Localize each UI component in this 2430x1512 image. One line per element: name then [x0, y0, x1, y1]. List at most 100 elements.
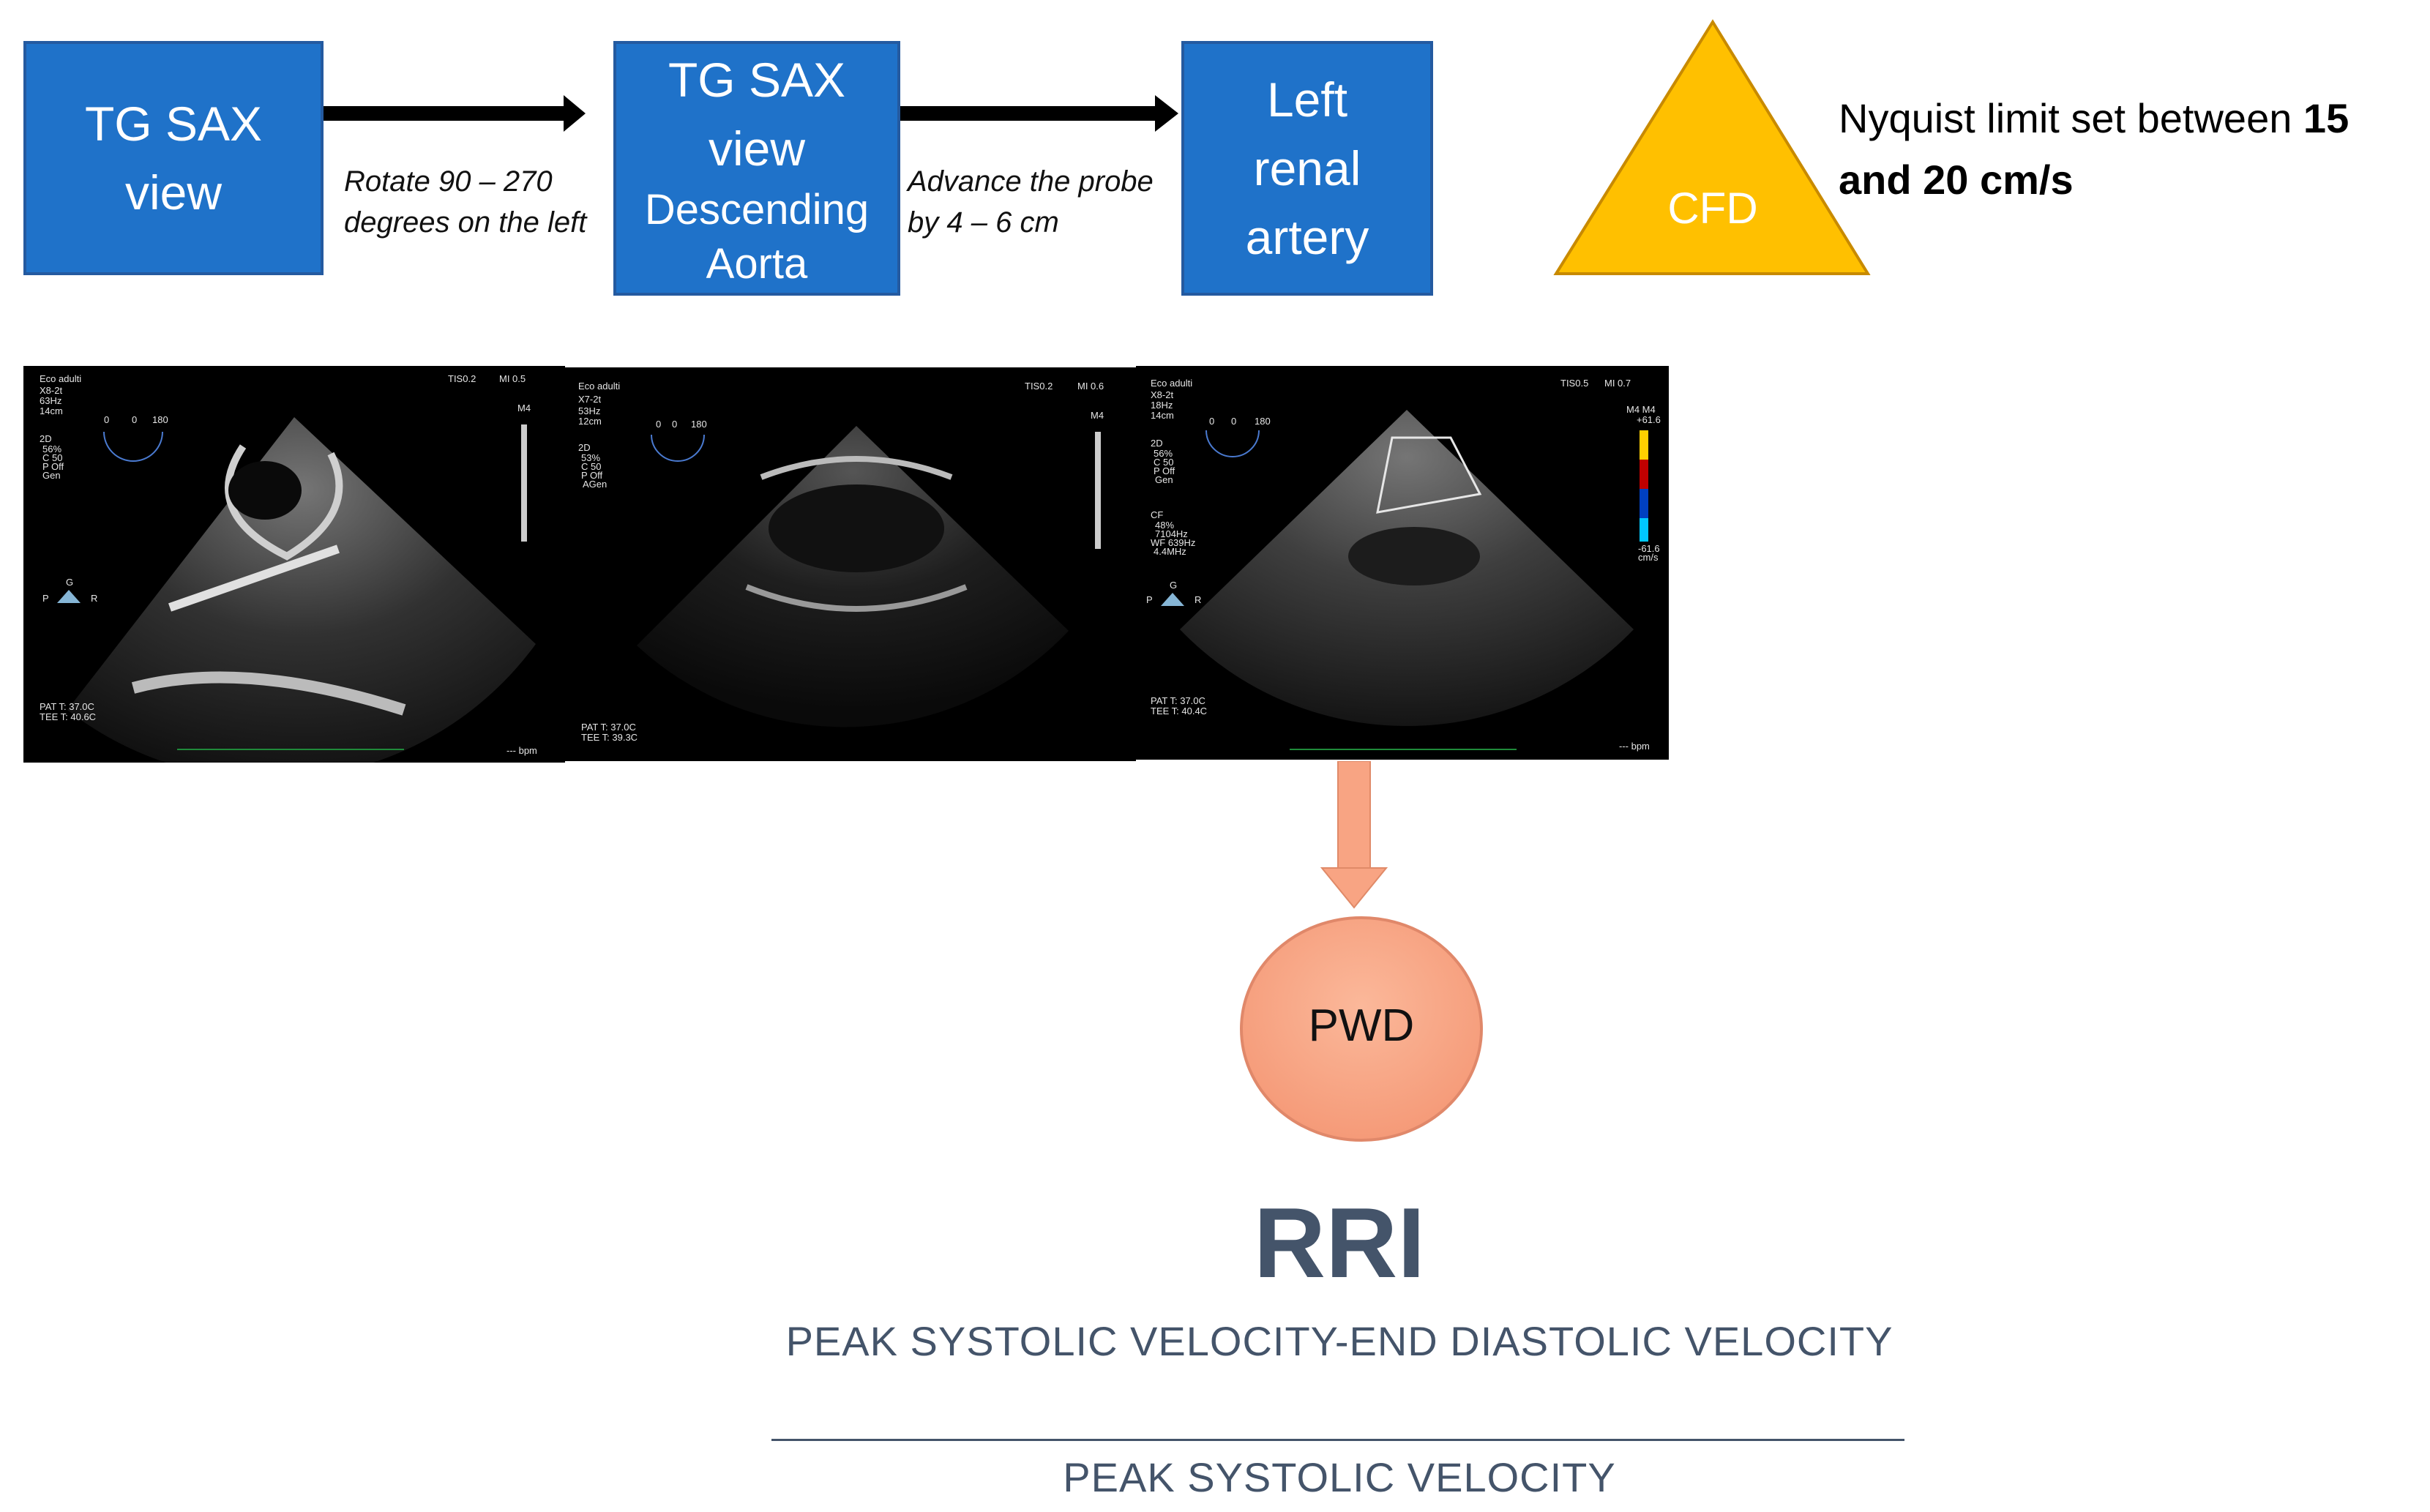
us1-depth: 14cm — [40, 405, 63, 416]
arrow2-label: Advance the probe by 4 – 6 cm — [908, 161, 1186, 243]
us3-vel-unit: cm/s — [1638, 552, 1659, 563]
us2-angle-dial-icon — [651, 434, 705, 462]
us2-mi: MI 0.6 — [1077, 381, 1104, 392]
us2-p: P Off — [581, 470, 603, 481]
us3-pat: PAT T: 37.0C — [1151, 695, 1205, 706]
us2-tee: TEE T: 39.3C — [581, 732, 638, 743]
us1-tis: TIS0.2 — [448, 373, 476, 384]
arrow2-label-line1: Advance the probe — [908, 165, 1154, 198]
us2-gen: AGen — [583, 479, 607, 490]
us3-color-scale-bar — [1640, 430, 1648, 542]
us1-orient-p: P — [42, 593, 49, 604]
us1-angle-mid: 0 — [132, 414, 137, 425]
us1-angle-dial-icon — [103, 431, 163, 462]
box3-line1: Left — [1266, 72, 1348, 127]
us1-p: P Off — [42, 461, 64, 472]
us1-gray-scale-bar — [521, 424, 527, 542]
us1-orientation-icon — [57, 590, 81, 603]
rri-denominator: PEAK SYSTOLIC VELOCITY — [1063, 1454, 1616, 1500]
us3-fr: 18Hz — [1151, 400, 1173, 411]
pwd-connector — [1320, 761, 1388, 909]
us1-orient-r: R — [91, 593, 97, 604]
ultrasound-1-info: Eco adulti X8-2t 63Hz 14cm 2D 56% C 50 P… — [40, 373, 537, 756]
box2-line4: Aorta — [706, 240, 808, 288]
box3-line3: artery — [1245, 210, 1369, 264]
us3-orient-p: P — [1146, 594, 1153, 605]
us1-title: Eco adulti — [40, 373, 81, 384]
us2-tis: TIS0.2 — [1025, 381, 1053, 392]
us3-mode: 2D — [1151, 438, 1163, 449]
nyquist-note-bold2: and 20 cm/s — [1839, 157, 2074, 203]
box1-line2: view — [124, 165, 223, 220]
box1-line1: TG SAX — [84, 97, 263, 151]
arrow-down-icon — [1320, 761, 1388, 909]
us2-title: Eco adulti — [578, 381, 620, 392]
us2-scale: M4 — [1091, 410, 1104, 421]
flow-box-descending-aorta: TG SAX view Descending Aorta — [613, 41, 900, 296]
arrow1-label-line1: Rotate 90 – 270 — [344, 165, 553, 198]
us3-depth: 14cm — [1151, 410, 1174, 421]
ultrasound-image-1: Eco adulti X8-2t 63Hz 14cm 2D 56% C 50 P… — [23, 366, 565, 763]
us3-mi: MI 0.7 — [1604, 378, 1631, 389]
us1-fr: 63Hz — [40, 395, 61, 406]
us2-mode: 2D — [578, 442, 591, 453]
us3-color-box — [1376, 436, 1482, 514]
arrow2-label-line2: by 4 – 6 cm — [908, 206, 1059, 239]
us3-cf-prf: 7104Hz — [1155, 528, 1188, 539]
rri-title: RRI — [1253, 1187, 1426, 1298]
us3-cf: CF — [1151, 509, 1163, 520]
us1-c: C 50 — [42, 452, 62, 463]
nyquist-note-text: Nyquist limit set between — [1839, 95, 2303, 141]
us3-orient-g: G — [1170, 580, 1177, 591]
us2-angle-left: 0 — [656, 419, 661, 430]
pwd-label: PWD — [1308, 1000, 1415, 1051]
rri-numerator: PEAK SYSTOLIC VELOCITY-END DIASTOLIC VEL… — [785, 1318, 1893, 1364]
box2-line2: view — [708, 121, 806, 176]
us2-angle-mid: 0 — [672, 419, 677, 430]
us3-orientation-icon — [1161, 593, 1184, 606]
us2-gray-scale-bar — [1095, 432, 1101, 549]
us1-angle-right: 180 — [152, 414, 168, 425]
us1-angle-left: 0 — [104, 414, 109, 425]
fraction-bar — [771, 1439, 1904, 1441]
arrow1-label-line2: degrees on the left — [344, 206, 587, 239]
us3-scale: M4 M4 — [1626, 404, 1656, 415]
us1-tee: TEE T: 40.6C — [40, 711, 96, 722]
flow-box-left-renal-artery: Left renal artery — [1181, 41, 1433, 296]
us3-gain: 56% — [1154, 448, 1173, 459]
us3-orient-r: R — [1195, 594, 1201, 605]
us3-gen: Gen — [1155, 474, 1173, 485]
box3-line2: renal — [1253, 141, 1361, 195]
us1-probe: X8-2t — [40, 385, 62, 396]
us2-gain: 53% — [581, 452, 600, 463]
ultrasound-image-2: Eco adulti X7-2t 53Hz 12cm 2D 53% C 50 P… — [556, 367, 1136, 761]
us3-probe: X8-2t — [1151, 389, 1173, 400]
arrow1-label: Rotate 90 – 270 degrees on the left — [344, 161, 622, 243]
us1-mi: MI 0.5 — [499, 373, 526, 384]
us3-c: C 50 — [1154, 457, 1173, 468]
nyquist-note-bold1: 15 — [2303, 95, 2349, 141]
us1-orient-g: G — [66, 577, 73, 588]
us1-gen: Gen — [42, 470, 61, 481]
us3-tee: TEE T: 40.4C — [1151, 706, 1207, 716]
ultrasound-3-info: Eco adulti X8-2t 18Hz 14cm 2D 56% C 50 P… — [1146, 378, 1661, 752]
us1-bpm: --- bpm — [506, 745, 537, 756]
us3-cf-gain: 48% — [1155, 520, 1174, 531]
us3-cf-wf: WF 639Hz — [1151, 537, 1195, 548]
us3-angle-mid: 0 — [1231, 416, 1236, 427]
us3-tis: TIS0.5 — [1560, 378, 1588, 389]
us3-vel-pos: +61.6 — [1637, 414, 1661, 425]
us2-fr: 53Hz — [578, 405, 600, 416]
flow-box-tg-sax-view: TG SAX view — [23, 41, 324, 275]
nyquist-note: Nyquist limit set between 15 and 20 cm/s — [1839, 88, 2424, 211]
box2-line1: TG SAX — [668, 53, 846, 107]
us1-pat: PAT T: 37.0C — [40, 701, 94, 712]
us1-mode: 2D — [40, 433, 52, 444]
us3-cf-freq: 4.4MHz — [1154, 546, 1186, 557]
arrow-right-icon-2 — [900, 95, 1178, 132]
ultrasound-image-3: Eco adulti X8-2t 18Hz 14cm 2D 56% C 50 P… — [1136, 366, 1669, 760]
us2-angle-right: 180 — [691, 419, 707, 430]
us3-angle-left: 0 — [1209, 416, 1214, 427]
us1-scale: M4 — [517, 403, 531, 413]
us3-angle-right: 180 — [1255, 416, 1271, 427]
